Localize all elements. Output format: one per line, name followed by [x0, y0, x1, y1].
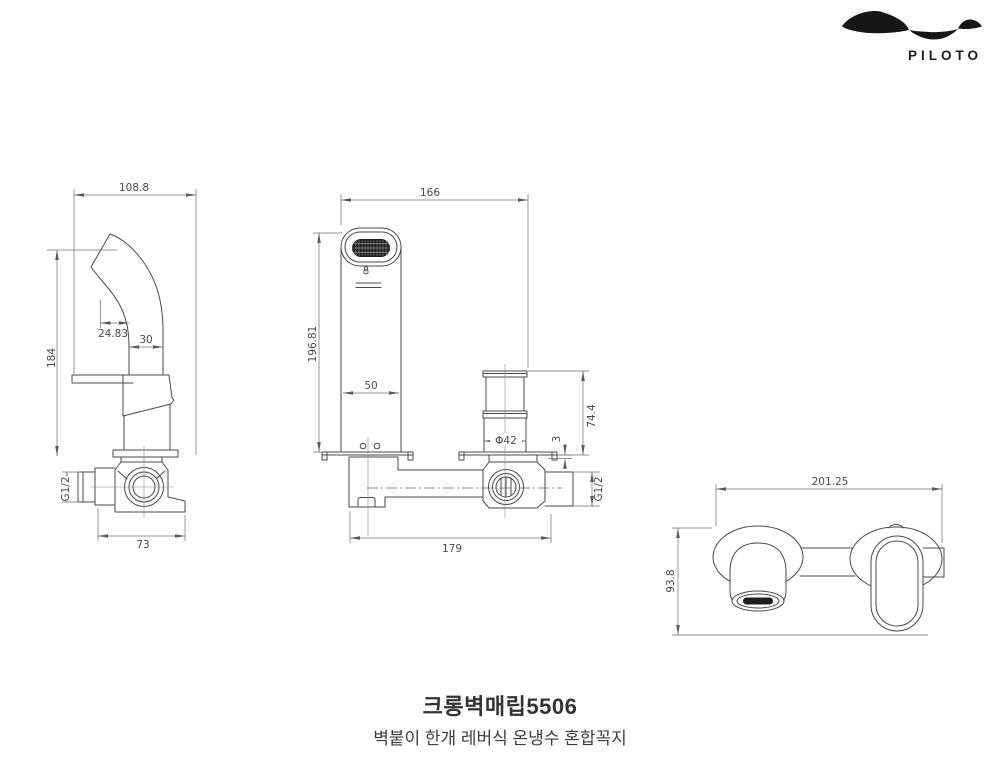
dimension-front-spout-height: 196.81	[307, 232, 342, 453]
brand-wave-icon	[842, 11, 982, 40]
dimension-front-spout-body-width: 50	[343, 380, 399, 395]
front-right-plate	[458, 451, 558, 456]
front-valve-port-mid	[492, 473, 520, 501]
dimension-side-spout-tip-offset: 24.83	[98, 300, 129, 340]
side-centerlines	[90, 446, 174, 518]
front-valve-block	[482, 454, 574, 509]
dim-label-installed-overall-height: 93.8	[665, 569, 677, 592]
dim-label-installed-overall-width: 201.25	[812, 476, 849, 488]
dimension-front-overall-width: 166	[340, 187, 529, 368]
side-view: 108.8 184 24.83 30 G1/2 7	[46, 182, 197, 551]
dim-label-front-handle-diameter: Φ42	[495, 435, 517, 447]
spout-equal-lines	[355, 282, 382, 288]
side-spout-outline	[71, 233, 179, 458]
escutcheon-side-tab	[922, 547, 945, 578]
dim-label-front-handle-height: 74.4	[586, 404, 598, 428]
piloto-logo: PILOTO	[842, 11, 982, 63]
inwall-body	[348, 456, 484, 508]
plate-end-cap	[321, 451, 328, 461]
connecting-body	[799, 547, 856, 577]
plate-end-cap	[551, 451, 558, 461]
dim-label-side-valve-body-width: 73	[136, 539, 149, 551]
dim-label-side-overall-height: 184	[46, 348, 58, 368]
dim-label-side-overall-width: 108.8	[119, 182, 149, 194]
side-valve-outline	[77, 456, 186, 513]
dim-label-side-spout-tip-offset: 24.83	[98, 328, 128, 340]
installed-outlet-mid	[736, 593, 780, 609]
plate-end-cap	[458, 451, 465, 461]
dimension-front-plate-standoff: 3	[548, 436, 572, 469]
dim-label-front-plate-standoff: 3	[551, 436, 563, 443]
front-outlet-outer	[340, 227, 402, 267]
dim-label-front-body-length: 179	[442, 543, 462, 555]
dimension-side-spout-width: 30	[129, 334, 163, 349]
front-left-plate	[321, 451, 414, 456]
front-valve-port-outer	[488, 469, 524, 505]
dim-label-front-outlet-thread: G1/2	[593, 476, 605, 501]
aerator-grid-lines	[352, 240, 390, 256]
dimension-side-valve-body-width: 73	[97, 508, 186, 551]
brand-name: PILOTO	[908, 48, 982, 63]
footer: 크롱벽매립5506 벽붙이 한개 레버식 온냉수 혼합꼭지	[0, 689, 1000, 749]
installed-outlet-slot	[743, 597, 773, 605]
dimension-side-overall-width: 108.8	[73, 182, 197, 455]
aerator-mesh	[352, 239, 390, 257]
mounting-hole	[373, 442, 381, 450]
dimension-side-overall-height: 184	[46, 249, 117, 456]
dim-label-front-spout-body-width: 50	[364, 380, 377, 392]
mounting-hole	[359, 442, 367, 450]
spout-logo-mark	[363, 266, 369, 275]
front-spout-body	[340, 247, 402, 453]
product-subtitle: 벽붙이 한개 레버식 온냉수 혼합꼭지	[373, 729, 627, 748]
installed-lever-handle-inner	[875, 540, 919, 627]
front-view: 166 196.81 50 Φ42 74.4 3	[307, 187, 605, 555]
dimension-front-outlet-thread: G1/2	[573, 471, 605, 507]
dim-label-front-spout-height: 196.81	[307, 326, 319, 363]
installed-view: 201.25 93.8	[665, 476, 945, 636]
product-title: 크롱벽매립5506	[422, 694, 578, 719]
dim-label-side-inlet-thread: G1/2	[60, 476, 72, 501]
dimension-front-handle-height: 74.4	[528, 370, 598, 456]
dimension-front-handle-diameter: Φ42	[484, 433, 526, 447]
dimension-front-body-length: 179	[349, 511, 552, 555]
escutcheon-top-tab	[888, 524, 904, 529]
plate-end-cap	[407, 451, 414, 461]
dim-label-front-overall-width: 166	[420, 187, 440, 199]
front-outlet-mid	[344, 231, 398, 263]
dim-label-side-spout-width: 30	[139, 334, 152, 346]
installed-lever-handle	[870, 535, 924, 632]
dimension-side-inlet-thread: G1/2	[60, 471, 80, 503]
dimension-installed-overall-width: 201.25	[715, 476, 943, 543]
dimension-installed-overall-height: 93.8	[665, 527, 928, 636]
valve-port-threads	[500, 476, 512, 498]
